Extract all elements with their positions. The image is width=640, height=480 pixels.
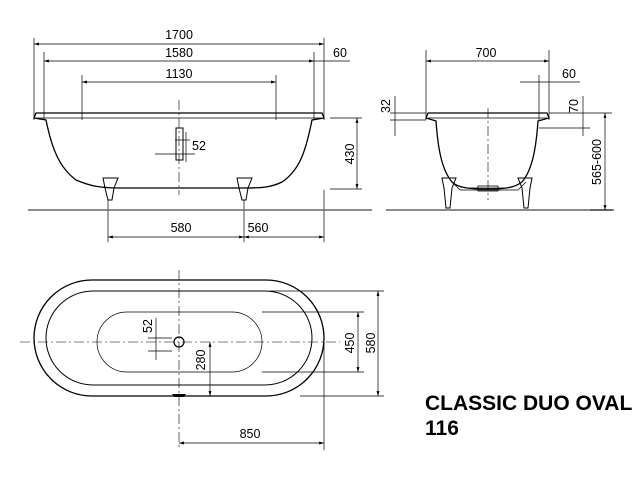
dim-outer-width: 580 bbox=[364, 333, 378, 354]
plan-view: 52 280 450 580 850 bbox=[20, 270, 384, 450]
dim-inner-width: 450 bbox=[343, 333, 357, 354]
end-foot-left bbox=[441, 177, 457, 209]
dim-rim-width: 60 bbox=[333, 46, 347, 60]
dim-half-length: 850 bbox=[240, 427, 261, 441]
dim-foot-to-end: 560 bbox=[248, 221, 269, 235]
dim-inner-length: 1580 bbox=[165, 46, 193, 60]
dim-bottom-length: 1130 bbox=[166, 67, 193, 81]
side-view: 1700 1580 60 1130 52 430 bbox=[28, 28, 372, 242]
dim-rim-height: 70 bbox=[567, 99, 581, 113]
dim-overall-length: 1700 bbox=[165, 28, 193, 42]
dim-waste-to-edge: 280 bbox=[194, 350, 208, 371]
side-tub-outline bbox=[33, 112, 325, 189]
dim-waste-offset-plan: 52 bbox=[141, 319, 155, 333]
end-view: 700 60 32 70 565-600 bbox=[379, 46, 614, 211]
side-foot-left bbox=[102, 177, 119, 201]
product-title: CLASSIC DUO OVAL bbox=[425, 392, 632, 415]
dim-waste-offset-side: 52 bbox=[192, 139, 206, 153]
end-tub-outline bbox=[425, 112, 550, 190]
dim-end-rim-width: 60 bbox=[562, 67, 576, 81]
side-foot-right bbox=[236, 177, 253, 201]
side-overflow bbox=[175, 127, 184, 161]
product-model-number: 116 bbox=[425, 417, 459, 440]
dim-total-height: 565-600 bbox=[590, 139, 604, 185]
plan-waste bbox=[173, 336, 185, 348]
dim-height: 430 bbox=[343, 144, 357, 165]
dim-end-width: 700 bbox=[476, 46, 497, 60]
end-foot-right bbox=[517, 177, 533, 209]
dim-foot-spacing: 580 bbox=[171, 221, 192, 235]
plan-overflow bbox=[172, 394, 186, 397]
dim-rim-thickness: 32 bbox=[379, 99, 393, 113]
